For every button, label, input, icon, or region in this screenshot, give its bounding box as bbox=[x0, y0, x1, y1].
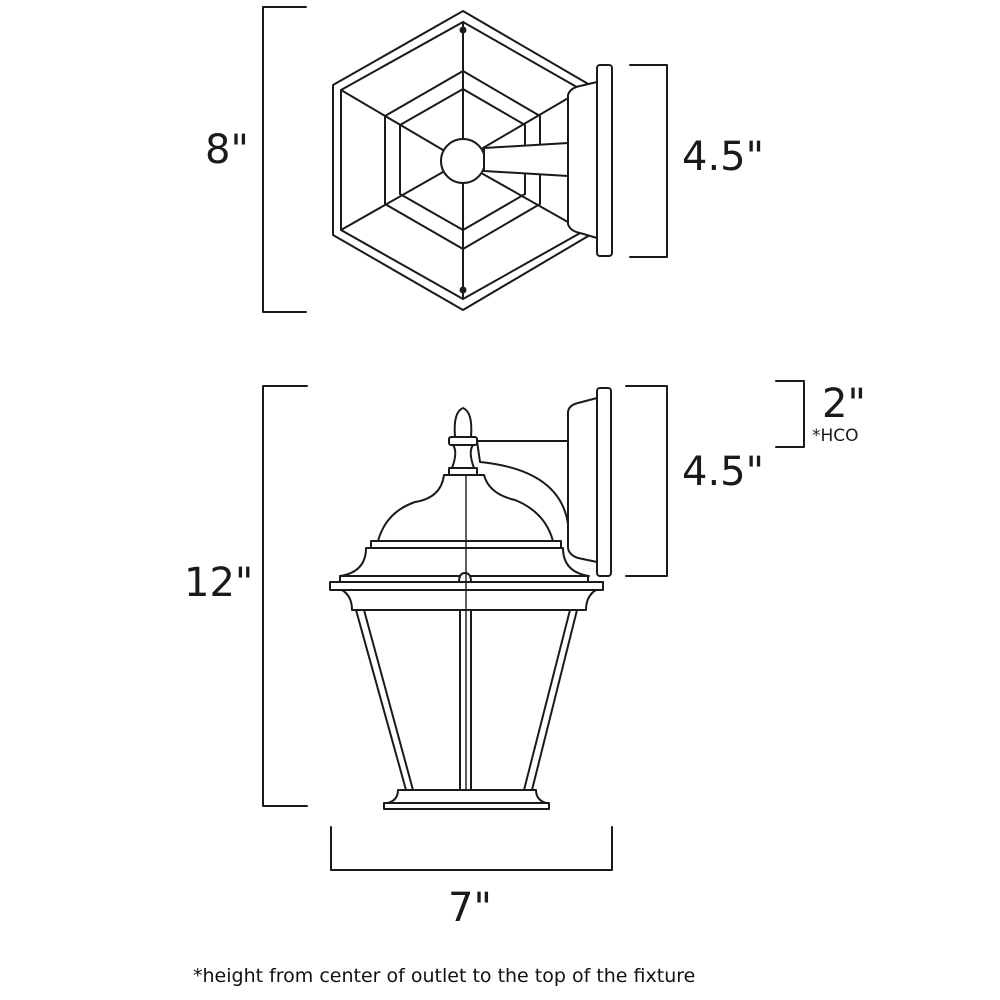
side-view-width-label: 7" bbox=[448, 885, 492, 931]
footnote: *height from center of outlet to the top… bbox=[193, 965, 696, 987]
side-view-dimension-lines bbox=[262, 380, 805, 871]
top-view-dimension-lines bbox=[262, 6, 668, 313]
top-view-height-label: 8" bbox=[205, 127, 249, 173]
side-view-lantern bbox=[329, 387, 612, 810]
hco-note: *HCO bbox=[812, 426, 859, 446]
side-view-backplate-label: 4.5" bbox=[682, 449, 765, 495]
top-view-hexagon bbox=[332, 10, 613, 311]
hco-height-label: 2" bbox=[822, 381, 866, 427]
side-view-height-label: 12" bbox=[184, 560, 254, 606]
top-view-backplate-label: 4.5" bbox=[682, 134, 765, 180]
